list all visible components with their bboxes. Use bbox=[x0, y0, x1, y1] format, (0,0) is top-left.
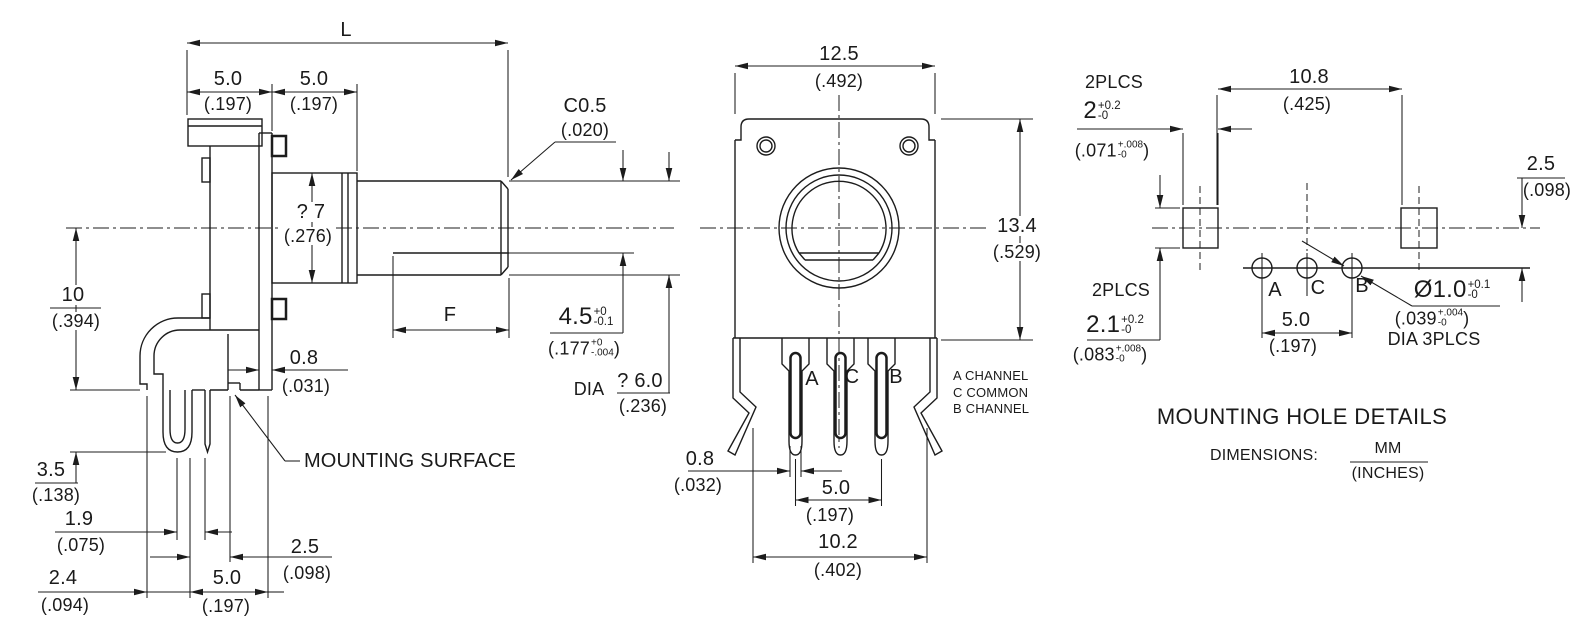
side-view bbox=[35, 39, 680, 598]
units-inches-label: (INCHES) bbox=[1351, 465, 1425, 482]
dim-flat-length-label: F bbox=[443, 304, 457, 326]
dim-pin-pitch-in: (.197) bbox=[805, 505, 855, 525]
hole-label-c: C bbox=[1310, 277, 1326, 299]
dim-center-height-in: (.394) bbox=[49, 311, 103, 331]
hole-label-a: A bbox=[1268, 279, 1282, 301]
dim-shaft-dia-prefix: DIA bbox=[573, 379, 605, 399]
front-view bbox=[688, 62, 1033, 563]
dim-plate-thickness-mm: 0.8 bbox=[289, 347, 319, 369]
dim-hole-pitch-in: (.197) bbox=[1268, 336, 1318, 356]
dim-foot-offset-mm: 2.4 bbox=[48, 567, 78, 589]
dim-leg-pitch-in: (.197) bbox=[201, 596, 251, 616]
hole-label-b: B bbox=[1355, 275, 1369, 297]
dim-hole-dia-in: (.039 +.004-0 ) bbox=[1394, 307, 1470, 328]
dim-slot-height-in: (.083 +.008-0 ) bbox=[1072, 343, 1148, 364]
dim-plate-thickness-in: (.031) bbox=[281, 376, 331, 396]
dim-body-depth-in: (.197) bbox=[203, 94, 253, 114]
mounting-hole-details-title: MOUNTING HOLE DETAILS bbox=[1156, 404, 1448, 429]
dim-pin-offset-in: (.098) bbox=[282, 563, 332, 583]
units-mm-label: MM bbox=[1374, 440, 1402, 457]
dim-hole-dia-mm: Ø1.0 +0.1-0 bbox=[1413, 276, 1491, 303]
dim-slot-width-mm: 2 +0.2-0 bbox=[1083, 97, 1121, 124]
dimensions-label: DIMENSIONS: bbox=[1210, 447, 1318, 464]
pin-label-a: A bbox=[805, 368, 819, 390]
dim-slot-width-in: (.071 +.008-0 ) bbox=[1074, 139, 1150, 160]
dim-leg-width-in: (.075) bbox=[56, 535, 106, 555]
dim-leg-pitch-mm: 5.0 bbox=[212, 567, 242, 589]
mounting-surface-label: MOUNTING SURFACE bbox=[303, 450, 517, 472]
mounting-hole-view bbox=[1077, 85, 1565, 463]
pin-label-c: C bbox=[844, 366, 860, 388]
dim-pin-pitch-mm: 5.0 bbox=[821, 477, 851, 499]
dim-body-height-mm: 13.4 bbox=[995, 215, 1039, 237]
slot-places-bottom-label: 2PLCS bbox=[1091, 280, 1151, 300]
dim-body-height-in: (.529) bbox=[990, 242, 1044, 262]
dim-body-width-in: (.492) bbox=[814, 71, 864, 91]
legend-a-channel: A CHANNEL bbox=[953, 368, 1029, 383]
dim-slot-height-mm: 2.1 +0.2-0 bbox=[1086, 311, 1144, 338]
dim-length-label: L bbox=[340, 19, 352, 41]
pin-label-b: B bbox=[889, 366, 903, 388]
dim-foot-offset-in: (.094) bbox=[40, 595, 90, 615]
dim-hole-row-offset-mm: 2.5 bbox=[1526, 153, 1556, 175]
dim-flat-depth-mm: 4.5 +0-0.1 bbox=[558, 303, 614, 330]
hole-dia-note: DIA 3PLCS bbox=[1387, 329, 1481, 349]
dim-bushing-dia-mm: ? 7 bbox=[294, 201, 328, 223]
dim-slot-span-in: (.425) bbox=[1282, 94, 1332, 114]
legend-b-channel: B CHANNEL bbox=[953, 401, 1030, 416]
dim-body-depth-mm: 5.0 bbox=[213, 68, 243, 90]
dim-pin-width-mm: 0.8 bbox=[685, 448, 715, 470]
dim-hole-row-offset-in: (.098) bbox=[1522, 180, 1572, 200]
dim-hole-pitch-mm: 5.0 bbox=[1281, 309, 1311, 331]
dim-chamfer-mm: C0.5 bbox=[563, 95, 607, 117]
dim-leg-span-in: (.402) bbox=[813, 560, 863, 580]
dim-leg-depth-mm: 3.5 bbox=[36, 459, 66, 481]
dim-center-height-mm: 10 bbox=[59, 284, 87, 306]
dim-leg-span-mm: 10.2 bbox=[818, 531, 858, 553]
dim-bushing-length-mm: 5.0 bbox=[299, 68, 329, 90]
dim-bushing-dia-in: (.276) bbox=[281, 226, 335, 246]
legend-c-common: C COMMON bbox=[953, 384, 1029, 400]
dim-flat-depth-in: (.177 +0-.004 ) bbox=[547, 337, 621, 358]
dim-leg-width-mm: 1.9 bbox=[64, 508, 94, 530]
slot-places-top-label: 2PLCS bbox=[1084, 72, 1144, 92]
dim-pin-offset-mm: 2.5 bbox=[290, 536, 320, 558]
dim-shaft-dia-mm: ? 6.0 bbox=[617, 370, 663, 392]
dim-pin-width-in: (.032) bbox=[673, 475, 723, 495]
pin-channel-legend: A CHANNEL C COMMON B CHANNEL bbox=[953, 368, 1029, 418]
dim-chamfer-in: (.020) bbox=[560, 120, 610, 140]
dim-bushing-length-in: (.197) bbox=[289, 94, 339, 114]
dim-shaft-dia-in: (.236) bbox=[618, 396, 668, 416]
dim-slot-span-mm: 10.8 bbox=[1289, 66, 1329, 88]
dim-leg-depth-in: (.138) bbox=[31, 485, 81, 505]
dim-body-width-mm: 12.5 bbox=[819, 43, 859, 65]
